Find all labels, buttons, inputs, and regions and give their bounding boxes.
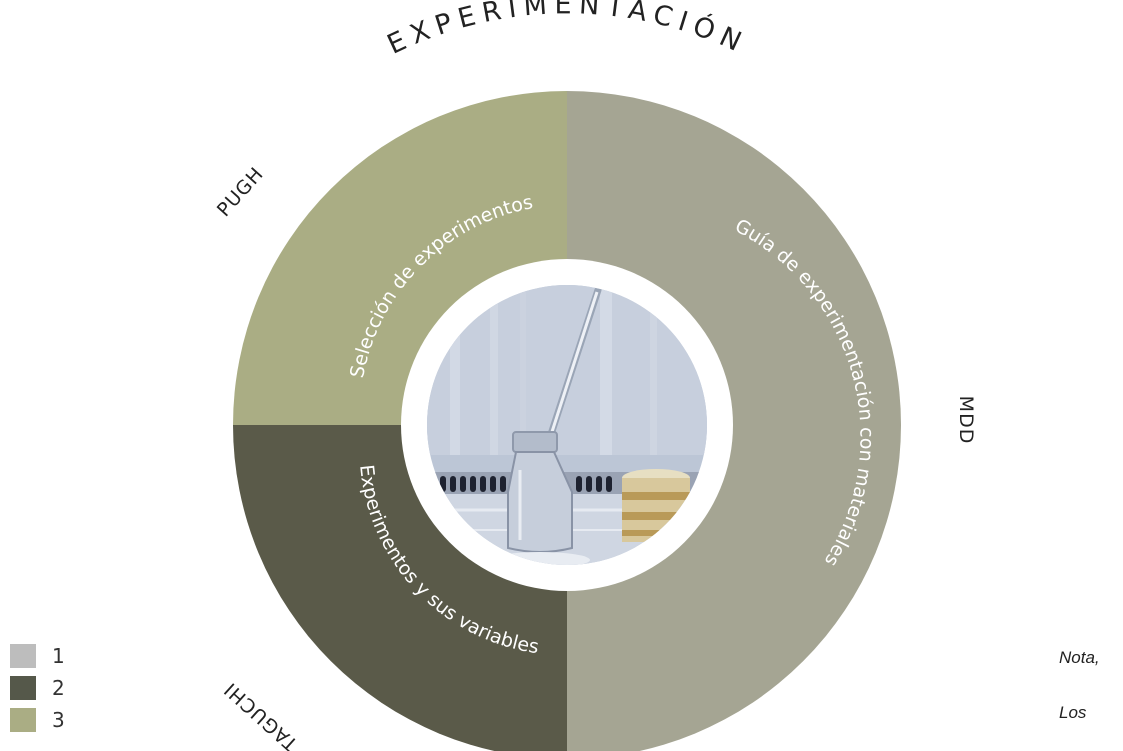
legend-item-3: 3: [10, 704, 65, 736]
legend: 1 2 3: [10, 640, 65, 736]
note-line-2: Los: [1059, 703, 1087, 722]
outer-label-mdd: MDD: [955, 396, 977, 445]
legend-label: 2: [52, 676, 65, 700]
legend-item-1: 1: [10, 640, 65, 672]
legend-swatch: [10, 644, 36, 668]
diagram-title: EXPERIMENTACIÓN: [383, 0, 752, 61]
note-line-1: Nota,: [1059, 648, 1100, 667]
legend-label: 3: [52, 708, 65, 732]
outer-label-pugh: PUGH: [213, 163, 268, 221]
segment-guia: [567, 91, 901, 751]
legend-item-2: 2: [10, 672, 65, 704]
legend-label: 1: [52, 644, 65, 668]
outer-label-taguchi: TAGUCHI: [220, 678, 304, 751]
legend-swatch: [10, 708, 36, 732]
legend-swatch: [10, 676, 36, 700]
